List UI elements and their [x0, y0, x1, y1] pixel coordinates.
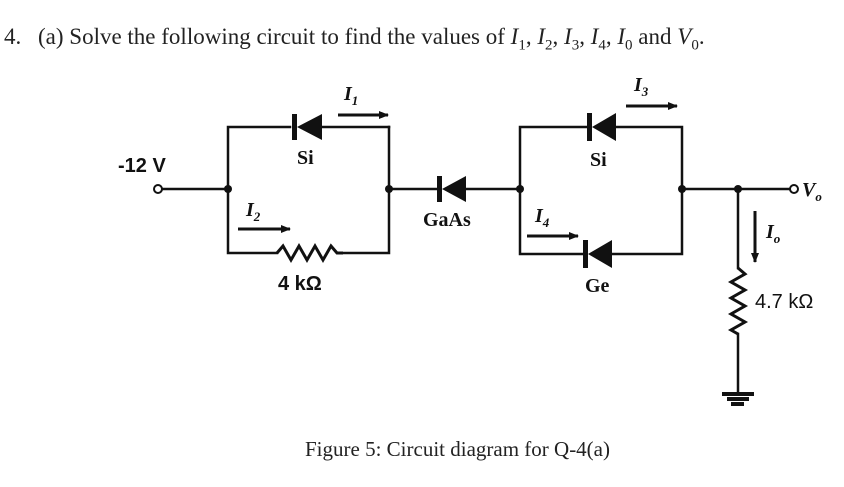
diode-si-top-left [292, 114, 322, 140]
right-loop-bottom-left-wire [518, 187, 586, 256]
left-loop-right-wire [341, 125, 391, 255]
label-i1: I1 [343, 83, 358, 108]
label-gaas: GaAs [423, 209, 471, 231]
question-number: 4. [4, 24, 22, 49]
label-vo: Vo [802, 179, 822, 204]
question-prompt: (a) Solve the following circuit to find … [38, 24, 505, 49]
label-si-top-right: Si [590, 149, 607, 171]
left-loop-top-wire [226, 125, 292, 191]
resistor-4-7k [727, 266, 749, 336]
label-si-top-left: Si [297, 147, 314, 169]
junction-dot [516, 185, 524, 193]
right-loop-top-right-wire [614, 125, 684, 191]
label-io: Io [765, 221, 781, 246]
resistor-4k [275, 242, 343, 264]
var-i1: I1 [510, 24, 526, 54]
label-resistor-4k: 4 kΩ [278, 273, 322, 295]
output-terminal [789, 184, 799, 194]
junction-dot [734, 185, 742, 193]
var-i3: I3 [564, 24, 580, 54]
label-i4: I4 [534, 205, 550, 230]
junction-dot [678, 185, 686, 193]
junction-dot [385, 185, 393, 193]
var-v0: V0 [677, 24, 699, 54]
diode-si-top-right [587, 113, 616, 141]
question-text: 4. (a) Solve the following circuit to fin… [4, 24, 705, 54]
right-loop-bottom-right-wire [610, 187, 684, 256]
label-i3: I3 [633, 74, 649, 99]
right-loop-top-left-wire [518, 125, 590, 191]
var-i2: I2 [537, 24, 553, 54]
label-i2: I2 [245, 199, 261, 224]
input-terminal [153, 184, 163, 194]
left-loop-left-wire [226, 187, 279, 255]
diode-gaas [437, 176, 466, 202]
and-word: and [638, 24, 672, 49]
figure-caption: Figure 5: Circuit diagram for Q-4(a) [305, 437, 610, 461]
var-i0: I0 [617, 24, 633, 54]
label-ge: Ge [585, 275, 610, 297]
ground-icon [722, 392, 754, 406]
diode-ge [583, 240, 612, 268]
var-i4: I4 [590, 24, 606, 54]
label-resistor-4-7k: 4.7 kΩ [755, 291, 813, 313]
input-voltage-label: -12 V [118, 155, 166, 177]
junction-dot [224, 185, 232, 193]
